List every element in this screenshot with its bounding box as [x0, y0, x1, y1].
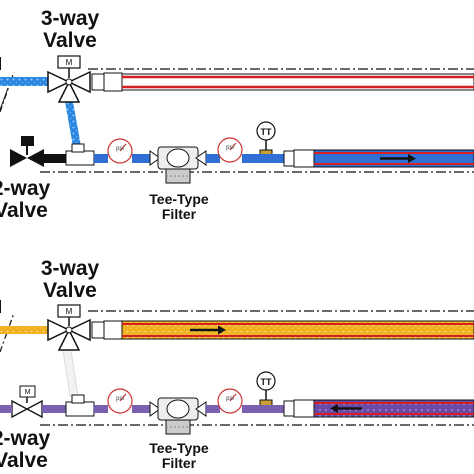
top-filter-label-line2: Filter	[161, 205, 197, 222]
bottom-filter-label: Tee-Type Filter	[136, 441, 222, 470]
top-2way-label-line2: Valve	[0, 199, 48, 223]
bottom-temperature-transmitter: TT	[256, 371, 276, 407]
bottom-return-seg-3	[206, 405, 220, 413]
bottom-2way-label-line1: 2-way	[0, 427, 51, 450]
bottom-flow-arrow-right	[190, 325, 226, 335]
bottom-2way-label-line2: Valve	[0, 449, 48, 473]
top-3way-label-line1: 3-way	[40, 7, 100, 30]
bottom-bypass-pipe	[61, 343, 79, 397]
bottom-return-seg-4	[242, 405, 258, 413]
bottom-filter-label-line1: Tee-Type	[149, 440, 209, 456]
top-flow-arrow-right	[380, 154, 416, 163]
top-coupler-2	[103, 72, 123, 92]
bottom-pipe-after-2way	[42, 405, 66, 413]
bottom-inlet-pipe	[0, 326, 50, 334]
top-coupler-4	[293, 149, 315, 168]
top-coupler-3	[283, 150, 295, 167]
bottom-gauge-2-label: psi	[226, 396, 234, 402]
top-supply-seg-4	[242, 154, 258, 163]
top-two-way-valve	[10, 136, 44, 167]
bottom-supply-main-pipe	[121, 320, 474, 340]
bottom-three-way-valve: M	[47, 304, 91, 351]
bottom-flow-arrow-left	[330, 404, 362, 413]
top-inlet-pipe	[0, 77, 50, 86]
top-2way-label-line1: 2-way	[0, 177, 51, 200]
bottom-pressure-gauge-1: psi	[107, 388, 133, 414]
bottom-tee-filter	[149, 397, 207, 435]
bottom-filter-label-line2: Filter	[161, 454, 197, 471]
top-tee-fitting	[65, 143, 95, 166]
top-temperature-transmitter: TT	[256, 121, 276, 157]
bottom-two-way-valve: M	[11, 385, 43, 419]
top-gauge-2-label: psi	[226, 145, 234, 151]
bottom-return-seg-2	[132, 405, 152, 413]
bottom-3way-label-line2: Valve	[43, 279, 97, 303]
bottom-return-main-pipe	[313, 399, 474, 418]
bottom-section: M M	[0, 300, 474, 435]
top-bypass-pipe	[64, 96, 82, 152]
top-3way-label-line2: Valve	[43, 29, 97, 53]
top-supply-seg-2	[132, 154, 152, 163]
top-tt-label: TT	[261, 127, 272, 137]
top-three-way-valve: M	[47, 55, 91, 103]
top-supply-seg-5	[258, 154, 284, 163]
bottom-valve-actuator-tag: M	[66, 307, 73, 316]
top-tee-filter	[149, 146, 207, 184]
bottom-3way-valve-label: 3-way Valve	[30, 257, 110, 303]
top-valve-actuator-tag: M	[66, 58, 73, 67]
bottom-2way-actuator-tag: M	[25, 389, 31, 396]
top-coupler-1	[91, 73, 105, 91]
top-pipe-after-2way	[44, 154, 66, 163]
bottom-coupler-4	[293, 399, 315, 418]
bottom-2way-valve-label: 2-way Valve	[0, 427, 52, 473]
bottom-pressure-gauge-2: psi	[217, 388, 243, 414]
top-filter-label-line1: Tee-Type	[149, 191, 209, 207]
top-pressure-gauge-2: psi	[217, 137, 243, 163]
bottom-tt-label: TT	[261, 377, 272, 387]
top-inlet-diagonal	[0, 87, 9, 111]
top-2way-valve-label: 2-way Valve	[0, 177, 52, 223]
bottom-3way-label-line1: 3-way	[40, 257, 100, 280]
top-pressure-gauge-1: psi	[107, 138, 133, 164]
top-gauge-1-label: psi	[116, 146, 124, 152]
top-filter-label: Tee-Type Filter	[136, 192, 222, 221]
bottom-coupler-2	[103, 320, 123, 340]
bottom-return-seg-1	[94, 405, 108, 413]
bottom-tee-fitting	[65, 394, 95, 417]
top-3way-valve-label: 3-way Valve	[30, 7, 110, 53]
top-supply-seg-1	[94, 154, 108, 163]
bottom-return-seg-5	[258, 405, 284, 413]
top-supply-seg-3	[206, 154, 220, 163]
bottom-gauge-1-label: psi	[116, 396, 124, 402]
bottom-coupler-1	[91, 321, 105, 339]
top-section: M psi	[0, 55, 474, 184]
bottom-pipe-before-2way	[0, 405, 12, 413]
bottom-coupler-3	[283, 400, 295, 417]
